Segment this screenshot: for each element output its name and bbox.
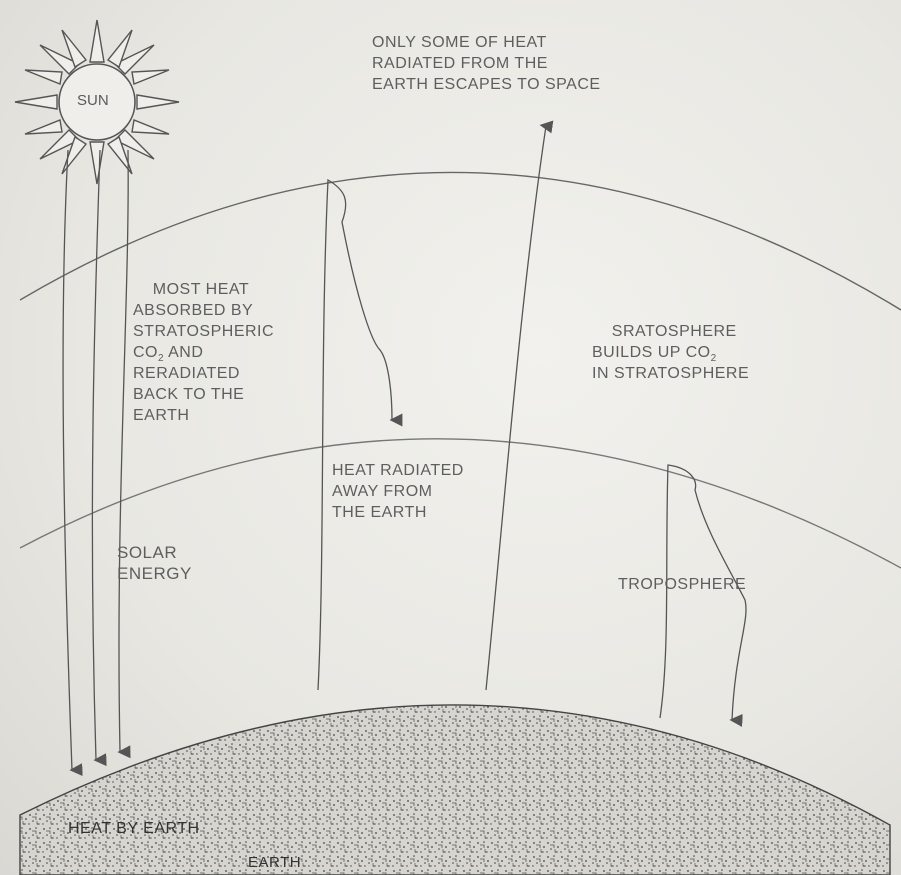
- heat-by-earth-label: HEAT BY EARTH: [68, 818, 200, 839]
- absorbed-label-line1: MOST HEAT ABSORBED BY STRATOSPHERIC: [133, 281, 274, 340]
- absorbed-label-line2: RERADIATED BACK TO THE EARTH: [133, 365, 244, 424]
- stratosphere-line2: BUILDS UP CO: [592, 344, 711, 361]
- stratosphere-line1: SRATOSPHERE: [612, 323, 737, 340]
- solar-energy-label: SOLAR ENERGY: [117, 542, 192, 584]
- heat-reradiated-arrow: [318, 180, 392, 690]
- solar-ray-2: [92, 150, 100, 760]
- earth-surface: [20, 705, 890, 875]
- solar-ray-1: [63, 150, 72, 770]
- sun-label: SUN: [77, 92, 109, 109]
- solar-ray-3: [119, 150, 128, 752]
- troposphere-label: TROPOSPHERE: [618, 574, 746, 595]
- escape-label: ONLY SOME OF HEAT RADIATED FROM THE EART…: [372, 32, 601, 95]
- heat-radiated-label: HEAT RADIATED AWAY FROM THE EARTH: [332, 460, 464, 523]
- earth-label: EARTH: [248, 852, 301, 873]
- stratosphere-sub: 2: [711, 353, 717, 364]
- heat-escape-arrow: [486, 126, 546, 690]
- stratosphere-line3: IN STRATOSPHERE: [592, 365, 749, 382]
- absorbed-co2: CO: [133, 344, 158, 361]
- absorbed-co2-tail: AND: [164, 344, 203, 361]
